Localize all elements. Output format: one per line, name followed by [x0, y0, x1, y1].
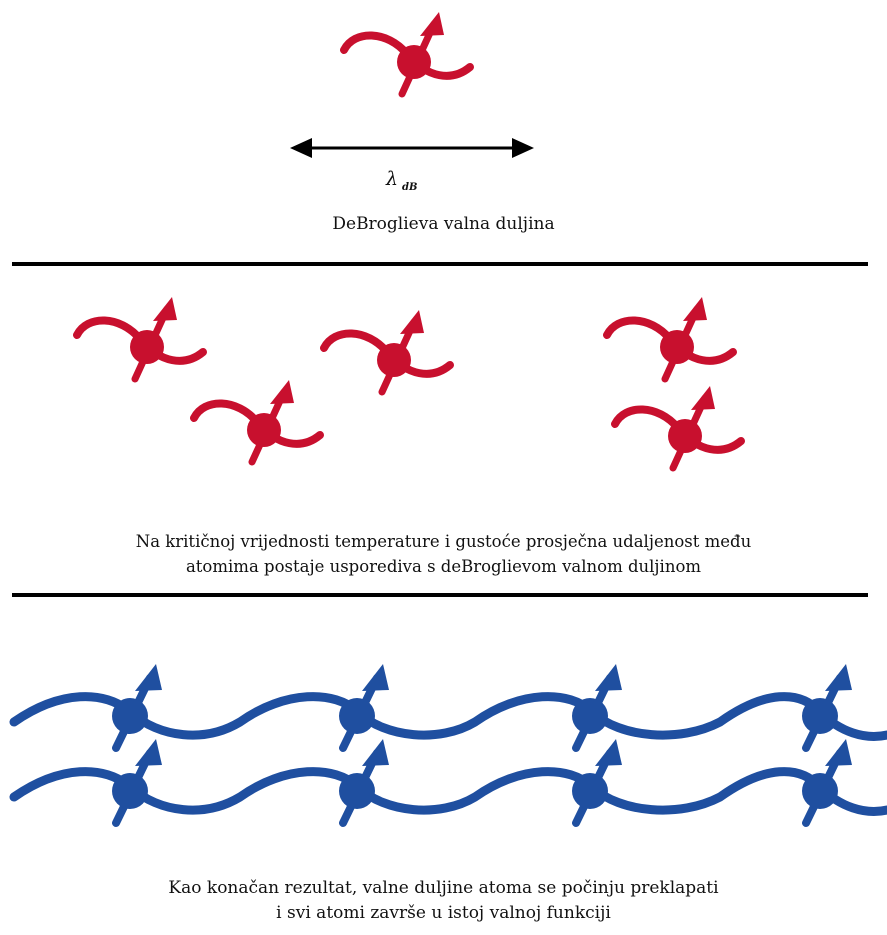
- atom: [77, 297, 203, 379]
- caption-bottom: Kao konačan rezultat, valne duljine atom…: [0, 876, 887, 926]
- caption-bottom-line2: i svi atomi završe u istoj valnoj funkci…: [0, 901, 887, 926]
- atom: [324, 310, 450, 392]
- atom: [112, 664, 162, 748]
- atom: [615, 386, 741, 468]
- wave-row-2: [14, 739, 887, 823]
- lambda-symbol: λ: [385, 168, 398, 190]
- caption-middle-line2: atomima postaje usporediva s deBroglievo…: [0, 554, 887, 579]
- wave-row-1: [14, 664, 887, 748]
- atom-single: [344, 12, 470, 94]
- caption-middle: Na kritičnoj vrijednosti temperature i g…: [0, 529, 887, 579]
- caption-top-line: DeBroglieva valna duljina: [0, 212, 887, 237]
- atom: [607, 297, 733, 379]
- atom: [572, 664, 622, 748]
- wavelength-arrow: [290, 138, 534, 158]
- atom: [339, 739, 389, 823]
- caption-middle-line1: Na kritičnoj vrijednosti temperature i g…: [0, 529, 887, 554]
- atom: [802, 664, 852, 748]
- lambda-subscript: dB: [402, 182, 417, 193]
- caption-bottom-line1: Kao konačan rezultat, valne duljine atom…: [0, 876, 887, 901]
- atoms-middle: [77, 297, 741, 468]
- caption-top: DeBroglieva valna duljina: [0, 212, 887, 237]
- atom: [194, 380, 320, 462]
- atom: [572, 739, 622, 823]
- atom: [339, 664, 389, 748]
- atom: [112, 739, 162, 823]
- atom: [802, 739, 852, 823]
